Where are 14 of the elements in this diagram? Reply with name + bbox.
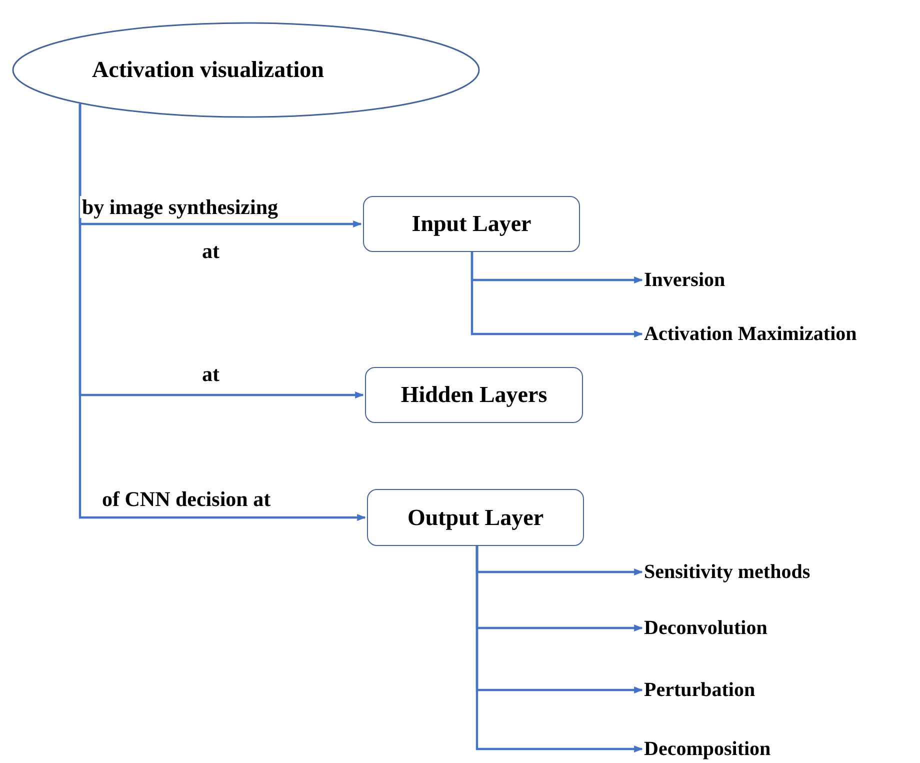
edge-label: by image synthesizing [80, 196, 280, 218]
arrow [476, 546, 643, 753]
arrow [78, 104, 366, 522]
layer-box: Hidden Layers [365, 367, 583, 423]
layer-box: Input Layer [363, 196, 580, 252]
arrow [470, 252, 643, 338]
method-label: Activation Maximization [644, 320, 920, 348]
ellipse-node: Activation visualization [12, 22, 480, 118]
layer-box: Output Layer [367, 489, 584, 546]
method-label: Inversion [644, 266, 794, 294]
method-label: Deconvolution [644, 614, 824, 642]
method-label: Perturbation [644, 676, 814, 704]
method-label: Decomposition [644, 735, 824, 763]
method-label: Sensitivity methods [644, 558, 874, 586]
